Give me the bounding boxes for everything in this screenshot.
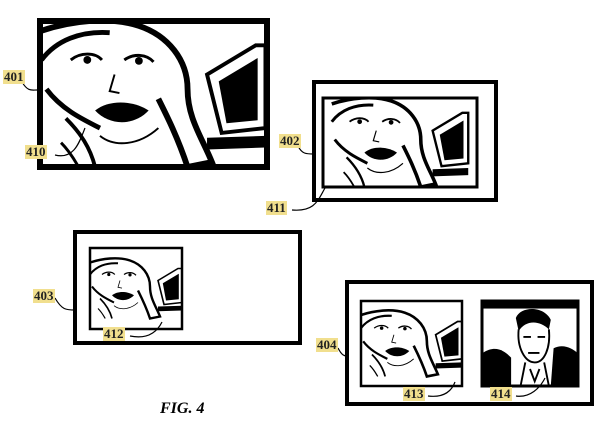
leader-line-404: [337, 347, 348, 357]
figure-caption: FIG. 4: [160, 400, 205, 417]
leader-line-413: [427, 381, 456, 397]
reference-label-413: 413: [403, 386, 425, 401]
leader-line-412: [129, 321, 163, 338]
leader-line-410: [54, 127, 86, 157]
reference-label-411: 411: [266, 200, 287, 215]
display-frame-402: [312, 80, 498, 202]
man-image-414: [482, 301, 578, 386]
woman-image-413: [361, 308, 462, 379]
leader-line-411: [291, 187, 326, 211]
reference-label-414: 414: [490, 386, 512, 401]
display-frame-401: [37, 18, 270, 170]
reference-label-404: 404: [316, 337, 338, 352]
leader-line-414: [515, 377, 546, 397]
reference-label-403: 403: [33, 288, 55, 303]
woman-image-411: [332, 98, 468, 187]
woman-image-410: [42, 21, 266, 167]
reference-label-412: 412: [103, 326, 125, 341]
display-frame-404: [345, 280, 594, 406]
display-frame-403: [73, 230, 302, 345]
leader-line-401: [21, 81, 38, 91]
woman-image-412: [90, 256, 182, 321]
reference-label-402: 402: [279, 133, 301, 148]
reference-label-410: 410: [25, 144, 47, 159]
reference-label-401: 401: [3, 69, 25, 84]
leader-line-403: [54, 297, 76, 311]
